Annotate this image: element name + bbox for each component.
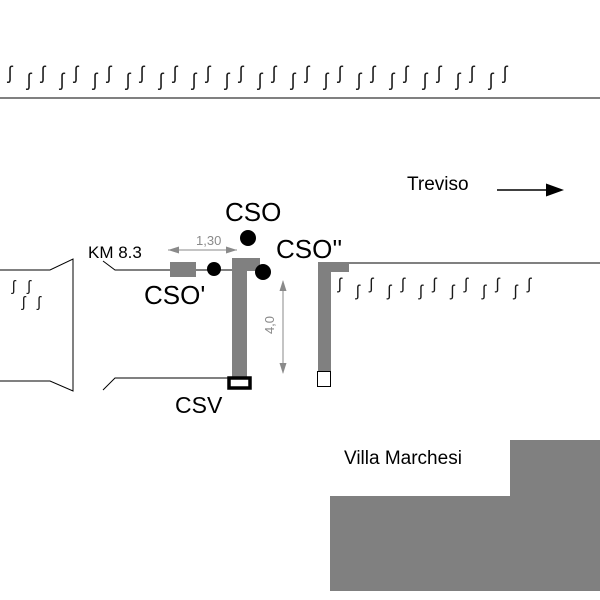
hatch-left-box-a: ʃʃ bbox=[12, 278, 43, 295]
dim-arrow-down bbox=[279, 363, 287, 374]
villa-marchesi-footprint bbox=[330, 440, 600, 591]
dim-depth-label: 4,0 bbox=[262, 315, 277, 335]
dim-arrow-right bbox=[226, 246, 237, 254]
dim-arrow-up bbox=[279, 280, 287, 291]
cso-double-label: CSO'' bbox=[276, 234, 343, 264]
hatch-left-box-b: ʃʃ bbox=[22, 294, 53, 311]
hatch-row-top-b: ʃʃʃʃʃʃʃʃʃʃʃʃʃʃʃ bbox=[27, 70, 522, 90]
km-label: KM 8.3 bbox=[88, 243, 142, 262]
csv-label: CSV bbox=[175, 392, 223, 418]
hatch-right-road-b: ʃʃʃʃʃʃ bbox=[356, 283, 546, 300]
road-bottom-edge-middle bbox=[102, 377, 230, 391]
cso-label: CSO bbox=[225, 197, 282, 227]
right-wall-bar bbox=[318, 262, 331, 380]
left-wall-bar bbox=[232, 258, 247, 382]
point-cso-dot bbox=[240, 230, 256, 246]
villa-marchesi-label: Villa Marchesi bbox=[344, 448, 462, 469]
dim-arrow-left bbox=[168, 246, 179, 254]
point-cso-prime-dot bbox=[207, 262, 221, 276]
left-road-break bbox=[0, 258, 74, 392]
gray-kerb-block bbox=[170, 262, 196, 277]
point-csv-marker bbox=[227, 376, 252, 390]
hatch-row-top-a: ʃʃʃʃʃʃʃʃʃʃʃʃʃʃʃʃ bbox=[8, 63, 536, 83]
dim-width-label: 1,30 bbox=[196, 233, 222, 248]
right-wall-lip bbox=[331, 262, 349, 272]
right-wall-base-marker bbox=[317, 371, 331, 387]
treviso-arrow-head bbox=[546, 183, 564, 197]
hatch-right-road-a: ʃʃʃʃʃʃʃ bbox=[338, 276, 559, 293]
point-cso-double-dot bbox=[255, 264, 271, 280]
cso-prime-label: CSO' bbox=[144, 280, 206, 310]
treviso-label: Treviso bbox=[407, 174, 469, 195]
